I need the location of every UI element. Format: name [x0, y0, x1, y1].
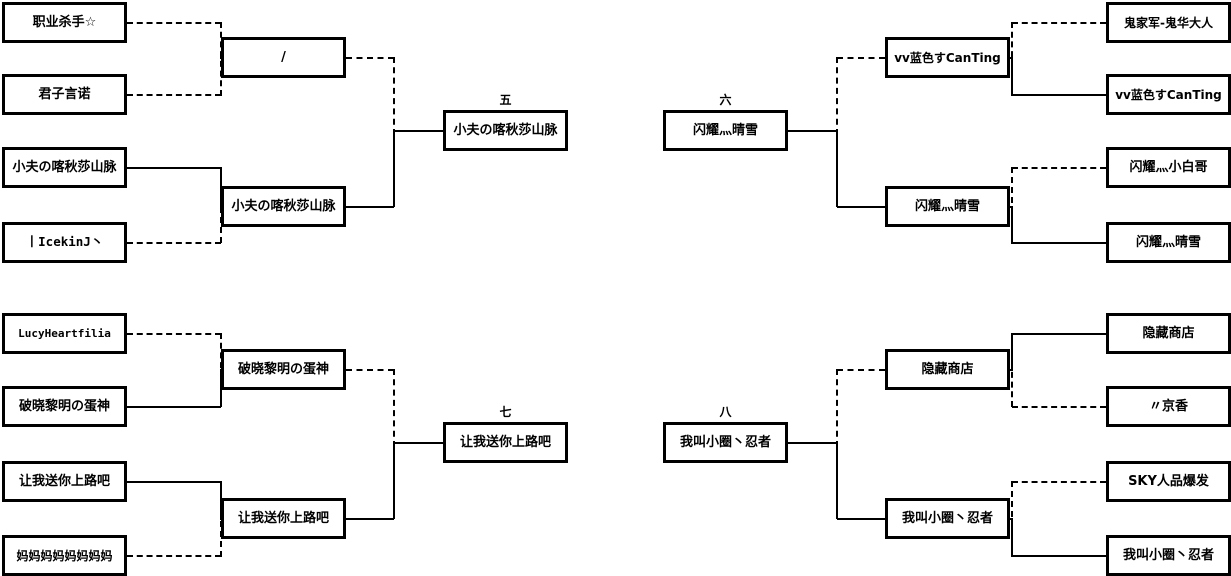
tl-final[interactable]: 小夫の喀秋莎山脉	[443, 110, 568, 151]
tl-conn-1a	[127, 22, 221, 24]
tr-conn-3b	[837, 206, 885, 208]
tl-semi-1[interactable]: /	[221, 37, 346, 78]
bl-round-label: 七	[499, 405, 512, 419]
tr-conn-2v-solid	[1011, 206, 1013, 244]
tl-conn-1b	[127, 94, 221, 96]
br-semi1-link	[1009, 369, 1012, 371]
bl-conn-3out	[393, 442, 443, 444]
bl-conn-2b	[127, 555, 221, 557]
br-conn-3b	[837, 518, 885, 520]
tr-semi2-link	[1009, 206, 1012, 208]
bl-final[interactable]: 让我送你上路吧	[443, 422, 568, 463]
bl-conn-3b	[346, 518, 394, 520]
br-conn-2b	[1012, 555, 1106, 557]
br-conn-1v-solid	[1011, 333, 1013, 371]
bl-first-4[interactable]: 妈妈妈妈妈妈妈妈	[2, 535, 127, 576]
bl-conn-1a	[127, 333, 221, 335]
tr-semi-2[interactable]: 闪耀灬晴雪	[885, 186, 1010, 227]
bl-semi-1[interactable]: 破晓黎明の蛋神	[221, 349, 346, 390]
tr-conn-3v-solid	[836, 131, 838, 207]
bl-conn-3a	[346, 369, 394, 371]
tl-first-2[interactable]: 君子言诺	[2, 74, 127, 115]
tl-round-label: 五	[499, 93, 512, 107]
br-semi-2[interactable]: 我叫小圈丶忍者	[885, 498, 1010, 539]
tl-conn-3v-dash	[393, 57, 395, 135]
bl-conn-2a	[127, 481, 221, 483]
br-round-label: 八	[719, 405, 732, 419]
tr-conn-2v-dash	[1011, 167, 1013, 243]
br-conn-3v-dash	[836, 369, 838, 447]
tr-first-4[interactable]: 闪耀灬晴雪	[1106, 222, 1231, 263]
tr-final[interactable]: 闪耀灬晴雪	[663, 110, 788, 151]
tr-first-1[interactable]: 鬼家军-鬼华大人	[1106, 2, 1231, 43]
br-first-3[interactable]: SKY人品爆发	[1106, 461, 1231, 502]
tl-conn-3b	[346, 206, 394, 208]
bl-semi-2[interactable]: 让我送你上路吧	[221, 498, 346, 539]
bl-first-3[interactable]: 让我送你上路吧	[2, 461, 127, 502]
br-conn-1b	[1012, 406, 1106, 408]
bl-conn-3v-solid	[393, 443, 395, 519]
br-first-2[interactable]: 〃京香	[1106, 386, 1231, 427]
tl-conn-3out	[393, 130, 443, 132]
tl-first-3[interactable]: 小夫の喀秋莎山脉	[2, 147, 127, 188]
tr-conn-1a	[1012, 22, 1106, 24]
bl-first-2[interactable]: 破晓黎明の蛋神	[2, 386, 127, 427]
tl-conn-3a	[346, 57, 394, 59]
tl-conn-3v-solid	[393, 131, 395, 207]
br-final[interactable]: 我叫小圈丶忍者	[663, 422, 788, 463]
tl-first-4[interactable]: 丨IcekinJ丶	[2, 222, 127, 263]
br-conn-2v-solid	[1011, 518, 1013, 556]
tr-conn-2a	[1012, 167, 1106, 169]
tr-semi1-link	[1009, 57, 1012, 59]
br-conn-2a	[1012, 481, 1106, 483]
br-conn-3out	[788, 442, 838, 444]
br-conn-3v-solid	[836, 443, 838, 519]
tr-round-label: 六	[719, 93, 732, 107]
tr-conn-1v-solid	[1011, 57, 1013, 95]
tr-conn-3a	[837, 57, 885, 59]
br-semi2-link	[1009, 518, 1012, 520]
br-first-1[interactable]: 隐藏商店	[1106, 313, 1231, 354]
tl-semi-2[interactable]: 小夫の喀秋莎山脉	[221, 186, 346, 227]
br-conn-1a	[1012, 333, 1106, 335]
br-semi-1[interactable]: 隐藏商店	[885, 349, 1010, 390]
tr-first-3[interactable]: 闪耀灬小白哥	[1106, 147, 1231, 188]
tr-conn-3out	[788, 130, 838, 132]
tr-conn-2b	[1012, 242, 1106, 244]
bl-first-1[interactable]: LucyHeartfilia	[2, 313, 127, 354]
bl-conn-1b	[127, 406, 221, 408]
tr-conn-3v-dash	[836, 57, 838, 135]
tl-conn-2a	[127, 167, 221, 169]
tl-first-1[interactable]: 职业杀手☆	[2, 2, 127, 43]
br-first-4[interactable]: 我叫小圈丶忍者	[1106, 535, 1231, 576]
bl-conn-3v-dash	[393, 369, 395, 447]
tr-conn-1b	[1012, 94, 1106, 96]
tr-first-2[interactable]: vv蓝色すCanTing	[1106, 74, 1231, 115]
tr-semi-1[interactable]: vv蓝色すCanTing	[885, 37, 1010, 78]
tl-conn-2b	[127, 242, 221, 244]
br-conn-3a	[837, 369, 885, 371]
